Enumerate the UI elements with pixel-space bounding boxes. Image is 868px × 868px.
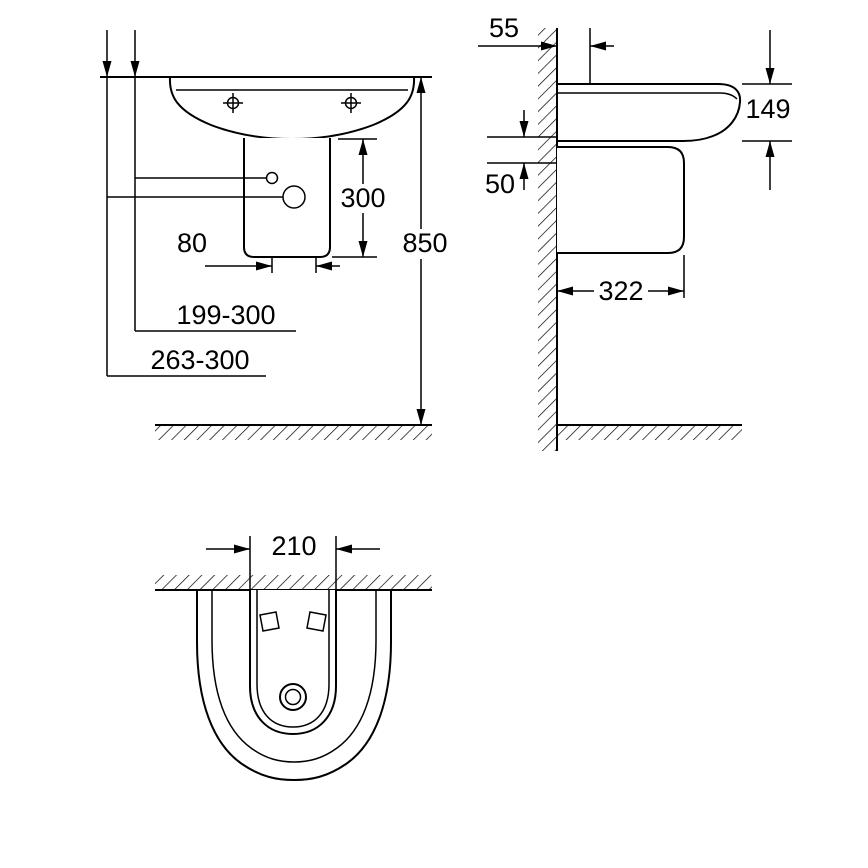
mounting-hole-small <box>265 171 279 185</box>
side-view: 55 149 50 <box>478 13 792 451</box>
wall-hatch <box>155 575 432 590</box>
down-arrow-icon <box>519 121 529 137</box>
dim-overall-height: 850 <box>396 77 454 425</box>
dim-label-199-300: 199-300 <box>176 300 275 330</box>
dim-label-50: 50 <box>485 169 515 199</box>
ground-hatch <box>155 425 432 440</box>
left-arrow-icon <box>557 286 573 296</box>
basin-front-outline <box>168 76 416 141</box>
left-arrow-icon <box>336 544 352 554</box>
basin-bottom-inner-line <box>211 590 377 763</box>
dim-label-80: 80 <box>177 228 207 258</box>
front-view: 199-300 263-300 300 80 <box>100 30 454 440</box>
dim-pedestal-width: 210 <box>206 531 380 616</box>
up-arrow-icon <box>519 163 529 179</box>
bottom-view: 210 <box>155 531 432 782</box>
left-arrow-icon <box>590 41 606 51</box>
tap-hole-marker-right-icon <box>341 93 361 113</box>
up-arrow-icon <box>358 139 368 155</box>
down-arrow-icon <box>765 68 775 84</box>
mounting-bracket-left <box>259 611 280 632</box>
down-arrow-icon <box>102 61 112 77</box>
dim-label-322: 322 <box>598 276 643 306</box>
up-arrow-icon <box>416 77 426 93</box>
pedestal-recess-outer <box>249 590 337 736</box>
tap-hole-marker-left-icon <box>223 93 243 113</box>
dim-tap-hole-upper-range: 199-300 <box>130 30 296 332</box>
pedestal-recess-inner <box>256 590 330 728</box>
dim-basin-height: 149 <box>742 30 792 190</box>
dim-tap-hole-lower-range: 263-300 <box>102 30 283 377</box>
wall-hatch <box>538 28 557 451</box>
right-arrow-icon <box>234 544 250 554</box>
dim-label-263-300: 263-300 <box>150 345 249 375</box>
right-arrow-icon <box>256 261 272 271</box>
basin-side-rim-line <box>557 92 738 100</box>
ground-hatch <box>557 425 742 440</box>
down-arrow-icon <box>358 241 368 257</box>
dim-pedestal-depth: 322 <box>557 255 685 306</box>
right-arrow-icon <box>668 286 684 296</box>
dim-label-300: 300 <box>340 183 385 213</box>
dim-label-850: 850 <box>402 228 447 258</box>
mounting-bracket-right <box>306 611 327 632</box>
dim-pedestal-height: 300 <box>332 138 390 258</box>
drain-inner-circle <box>284 688 302 706</box>
drain-outer-circle <box>279 683 307 711</box>
up-arrow-icon <box>765 141 775 157</box>
dim-tap-wall-offset: 55 <box>478 13 614 86</box>
down-arrow-icon <box>416 409 426 425</box>
pedestal-side-outline <box>557 146 685 254</box>
right-arrow-icon <box>541 41 557 51</box>
dim-hole-spacing: 80 <box>177 228 340 273</box>
down-arrow-icon <box>130 61 140 77</box>
dim-label-149: 149 <box>745 94 790 124</box>
dim-label-210: 210 <box>271 531 316 561</box>
pedestal-front-outline <box>243 138 331 258</box>
left-arrow-icon <box>316 261 332 271</box>
basin-side-outline <box>556 83 742 142</box>
dim-label-55: 55 <box>489 13 519 43</box>
